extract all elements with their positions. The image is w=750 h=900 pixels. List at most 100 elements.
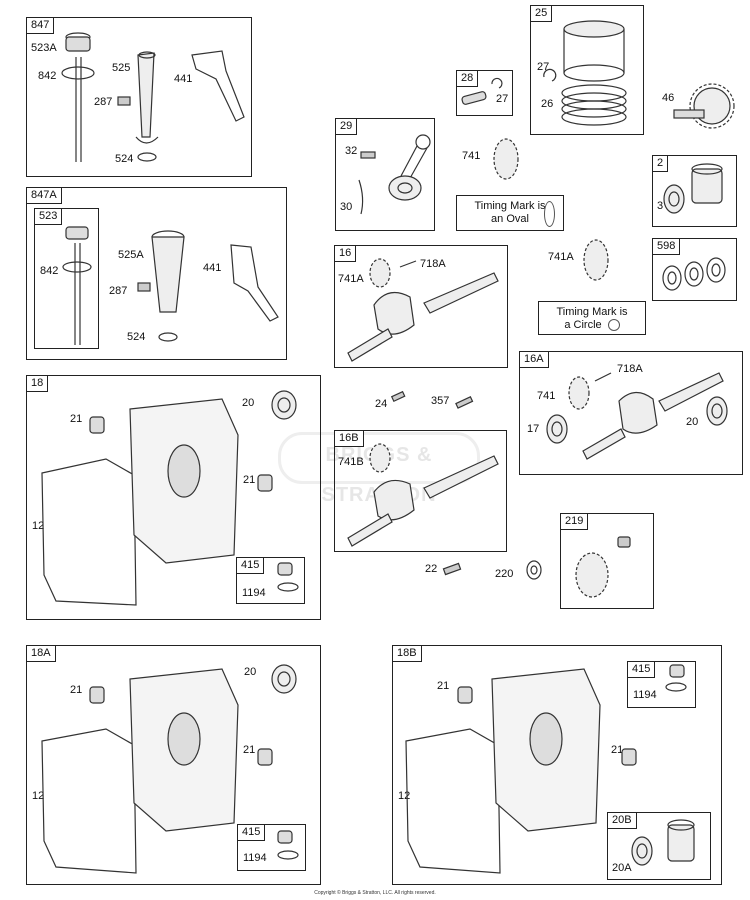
part-26-label: 26 (541, 98, 554, 110)
kit-598-tag: 598 (652, 238, 681, 255)
part-20-label-16a: 20 (686, 416, 699, 428)
piston-drawing (543, 20, 627, 126)
kit-18A-box: 18A (26, 645, 321, 885)
part-524-label-2: 524 (127, 331, 146, 343)
part-20-label: 20 (242, 397, 255, 409)
part-21-label-4: 21 (243, 744, 256, 756)
crankshaft-16B-drawing (347, 443, 499, 547)
kit-29-box: 29 (335, 118, 435, 231)
part-3-label: 3 (657, 200, 664, 212)
crankcase-cover-18A-drawing (41, 664, 299, 874)
crank-gear-741A-drawing (583, 239, 609, 281)
crankcase-cover-18-drawing (41, 390, 299, 606)
kit-16B-box: 16B (334, 430, 507, 552)
governor-shaft-parts-drawing (442, 560, 542, 580)
part-842-label-2: 842 (40, 265, 59, 277)
kit-18-tag: 18 (26, 375, 49, 392)
kit-29-tag: 29 (335, 118, 358, 135)
part-741B-label: 741B (338, 456, 364, 468)
wrist-pin-drawing (461, 77, 503, 105)
part-1194-label-3: 1194 (633, 689, 657, 701)
timing-mark-oval-line2: an Oval (491, 213, 529, 225)
part-17-label: 17 (527, 423, 540, 435)
kit-415-tag-2: 415 (237, 824, 266, 841)
part-12-label: 12 (32, 520, 45, 532)
part-1194-label: 1194 (242, 587, 266, 599)
kit-25-tag: 25 (530, 5, 553, 22)
kit-219-box: 219 (560, 513, 654, 609)
crank-gear-741-drawing (493, 138, 519, 180)
part-46-label: 46 (662, 92, 675, 104)
kit-25-box: 25 (530, 5, 644, 135)
keys-drawing (390, 390, 474, 409)
crankcase-cover-18B-drawing (405, 664, 695, 874)
part-24-label: 24 (375, 398, 388, 410)
kit-20B-box: 20B (607, 812, 711, 880)
part-12-label-2: 12 (32, 790, 45, 802)
kit-18A-tag: 18A (26, 645, 56, 662)
part-21-label-5: 21 (437, 680, 450, 692)
part-22-label: 22 (425, 563, 438, 575)
kit-16B-tag: 16B (334, 430, 364, 447)
kit-18-box: 18 (26, 375, 321, 620)
part-718A-label: 718A (420, 258, 446, 270)
kit-415-box-3: 415 (627, 661, 696, 708)
kit-847-box: 847 (26, 17, 252, 177)
part-441-label-2: 441 (203, 262, 222, 274)
bushing-drawing (663, 163, 723, 214)
part-718A-label-2: 718A (617, 363, 643, 375)
kit-28-tag: 28 (456, 70, 479, 87)
timing-mark-circle-line2-text: a Circle (564, 319, 602, 331)
part-21-label-2: 21 (243, 474, 256, 486)
part-27-label-2: 27 (496, 93, 509, 105)
kit-219-tag: 219 (560, 513, 589, 530)
dipstick-tube-a-drawing (62, 226, 279, 345)
kit-523-tag: 523 (34, 208, 63, 225)
dipstick-tube-drawing (61, 32, 245, 162)
part-30-label: 30 (340, 201, 353, 213)
circle-symbol-icon (607, 319, 620, 332)
part-20A-label: 20A (612, 862, 632, 874)
kit-415-tag: 415 (236, 557, 265, 574)
kit-16-tag: 16 (334, 245, 357, 262)
connecting-rod-drawing (358, 134, 431, 215)
copyright-notice: Copyright © Briggs & Stratton, LLC. All … (314, 890, 436, 896)
part-220-label: 220 (495, 568, 514, 580)
part-287-label: 287 (94, 96, 113, 108)
kit-847A-tag: 847A (26, 187, 62, 204)
kit-16A-box: 16A (519, 351, 743, 475)
part-21-label: 21 (70, 413, 83, 425)
part-21-label-6: 21 (611, 744, 624, 756)
part-441-label: 441 (174, 73, 193, 85)
timing-mark-oval-line1: Timing Mark is (474, 200, 546, 212)
kit-415-box: 415 (236, 557, 305, 604)
part-842-label: 842 (38, 70, 57, 82)
part-741A-label-2: 741A (548, 251, 574, 263)
part-741-label: 741 (462, 150, 481, 162)
part-524-label: 524 (115, 153, 134, 165)
governor-gear-drawing (575, 536, 631, 598)
timing-mark-circle-line2: a Circle (539, 319, 645, 332)
part-21-label-3: 21 (70, 684, 83, 696)
oval-symbol-icon (544, 201, 555, 227)
part-357-label: 357 (431, 395, 450, 407)
crankshaft-16-drawing (347, 258, 499, 362)
timing-mark-oval-note: Timing Mark is an Oval (456, 195, 564, 231)
part-32-label: 32 (345, 145, 358, 157)
part-287-label-2: 287 (109, 285, 128, 297)
timing-mark-circle-line1: Timing Mark is (556, 306, 628, 318)
part-525A-label: 525A (118, 249, 144, 261)
washers-drawing (662, 257, 726, 291)
kit-16-box: 16 (334, 245, 508, 368)
kit-18B-box: 18B (392, 645, 722, 885)
kit-415-tag-3: 415 (627, 661, 656, 678)
crankshaft-16A-drawing (546, 372, 728, 460)
kit-16A-tag: 16A (519, 351, 549, 368)
kit-2-tag: 2 (652, 155, 669, 172)
kit-847A-box: 847A (26, 187, 287, 360)
kit-598-box: 598 (652, 238, 737, 301)
part-1194-label-2: 1194 (243, 852, 267, 864)
kit-18B-tag: 18B (392, 645, 422, 662)
kit-20B-tag: 20B (607, 812, 637, 829)
part-20-label-2: 20 (244, 666, 257, 678)
